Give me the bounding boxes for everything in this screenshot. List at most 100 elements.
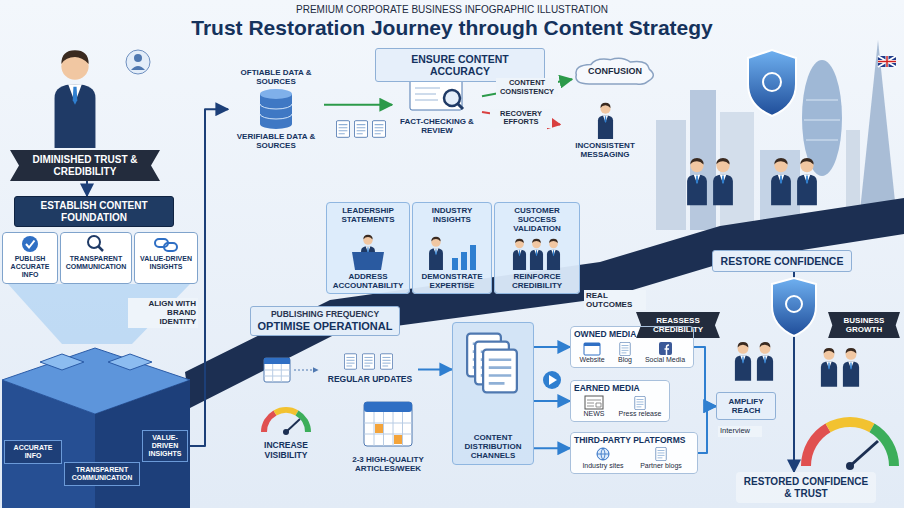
customer-icon: [547, 239, 560, 270]
calendar-icon: [364, 402, 412, 446]
media-box: EARNED MEDIANEWSPress release: [570, 380, 670, 422]
channel-icons: [587, 400, 601, 407]
handshake-people: [713, 158, 733, 205]
foundation-icons: [164, 243, 177, 251]
card-grounds: [412, 202, 492, 294]
node-heading: LEADERSHIP STATEMENTS: [330, 206, 406, 234]
node-text: ADDRESS ACCOUNTABILITY: [330, 272, 406, 290]
node-heading: ESTABLISH CONTENT FOUNDATION: [21, 200, 167, 223]
note-label: Interview: [718, 426, 762, 437]
node-heading: ENSURE CONTENT ACCURACY: [382, 53, 538, 77]
city-skyline: [804, 100, 840, 140]
node-heading: INCREASE VISIBILITY: [250, 441, 322, 461]
note-label: ALIGN WITH BRAND IDENTITY: [128, 298, 198, 328]
small-calendar: [264, 358, 318, 382]
calendar-node: 2-3 HIGH-QUALITY ARTICLES/WEEK: [330, 396, 446, 477]
uk-flag: [878, 56, 896, 67]
worried-businessman: [55, 50, 96, 148]
node-heading: VALUE-DRIVEN INSIGHTS: [146, 434, 184, 458]
flow-arrow: [694, 347, 716, 406]
icon-card: PUBLISH ACCURATE INFO: [2, 232, 58, 284]
database-node: OFTIABLE DATA & SOURCESVERIFIABLE DATA &…: [228, 64, 324, 154]
content-doc-stack: [467, 334, 517, 393]
customer-icon: [513, 239, 526, 270]
flow-arrow: [534, 346, 570, 348]
node-heading: 2-3 HIGH-QUALITY ARTICLES/WEEK: [334, 455, 442, 473]
confused-person: [598, 103, 613, 139]
flow-arrow: [324, 104, 392, 106]
foundation-icons: [22, 236, 38, 252]
card-grounds: [494, 202, 580, 294]
channel-row: NEWSPress release: [574, 395, 666, 418]
node-heading: CUSTOMER SUCCESS VALIDATION: [498, 206, 576, 234]
worried-businessman: [126, 50, 150, 74]
team-people: [821, 348, 837, 387]
database-icon: [260, 94, 292, 129]
confidence-shield: [772, 278, 816, 336]
trust-gauge: [850, 441, 878, 466]
node-text: Social Media: [640, 356, 690, 364]
customer-icon: [530, 239, 543, 270]
icon-card: VALUE-DRIVEN INSIGHTS: [134, 232, 198, 284]
node-text: NEWS: [574, 410, 614, 418]
gauge-node: INCREASE VISIBILITY: [246, 396, 326, 465]
node-text: DEMONSTRATE EXPERTISE: [416, 272, 488, 290]
node-text: Website: [574, 356, 610, 364]
node-heading: PUBLISH ACCURATE INFO: [6, 255, 54, 279]
node-text: Blog: [610, 356, 640, 364]
connectors: [87, 79, 794, 472]
node-text: OPTIMISE OPERATIONAL: [256, 320, 394, 333]
channel-row: WebsiteBlogSocial Media: [574, 341, 690, 364]
node-heading: THIRD-PARTY PLATFORMS: [574, 436, 694, 447]
industry-icon: [470, 245, 476, 270]
worried-businessman: [55, 50, 150, 148]
foundation-cubes: [2, 380, 95, 508]
card-grounds: [134, 232, 198, 284]
node-heading: RESTORE CONFIDENCE: [719, 255, 845, 267]
thought-cloud: CONFUSION: [572, 56, 658, 86]
update-docs: [380, 354, 392, 369]
node-text: VERIFIABLE DATA & SOURCES: [232, 132, 320, 150]
industry-icon: [461, 252, 467, 270]
trust-gauge: [806, 422, 894, 470]
channel-panel: CONTENT DISTRIBUTION CHANNELS: [452, 322, 534, 465]
leadership-icon: [352, 235, 384, 270]
channel-item: NEWS: [574, 395, 614, 418]
content-panel: CUSTOMER SUCCESS VALIDATIONREINFORCE CRE…: [494, 202, 580, 294]
cube-face: VALUE-DRIVEN INSIGHTS: [142, 430, 188, 462]
fact-check-icon: [415, 88, 440, 100]
status-ribbon: DIMINISHED TRUST & CREDIBILITY: [10, 150, 160, 181]
handshake-people: [797, 158, 817, 205]
calendar-icon: [364, 412, 412, 446]
calendar-icon: [375, 424, 383, 433]
confidence-shield: [786, 296, 802, 312]
team-people: [735, 342, 751, 381]
journey-ribbon: [185, 198, 904, 408]
channel-icons: [597, 448, 609, 460]
channel-icons: [584, 343, 600, 346]
node-heading: FACT-CHECKING & REVIEW: [396, 117, 478, 135]
foundation-cubes: [108, 354, 152, 370]
uk-flag: [878, 56, 896, 67]
arrow-label: CONTENT CONSISTENCY: [496, 78, 558, 97]
channel-icons: [585, 396, 603, 409]
node-heading: REGULAR UPDATES: [326, 375, 414, 385]
confused-person: [598, 103, 613, 139]
small-calendar: [264, 358, 290, 382]
section-band: ESTABLISH CONTENT FOUNDATION: [14, 196, 174, 227]
ribbon-outline: [828, 312, 900, 338]
calendar-icon: [364, 402, 412, 412]
industry-icon: [452, 258, 458, 270]
node-heading: ACCURATE INFO: [8, 444, 58, 460]
reach-box: AMPLIFY REACH: [716, 392, 776, 420]
channel-icons: [656, 447, 667, 460]
document-icons: [354, 121, 367, 138]
media-box: THIRD-PARTY PLATFORMSIndustry sitesPartn…: [570, 432, 698, 474]
cloud-outline: [576, 58, 653, 84]
visibility-gauge: [264, 413, 275, 432]
foundation-icons: [99, 247, 104, 252]
content-panel: LEADERSHIP STATEMENTS ADDRESS ACCOUNTABIL…: [326, 202, 410, 294]
update-docs: [344, 354, 392, 369]
